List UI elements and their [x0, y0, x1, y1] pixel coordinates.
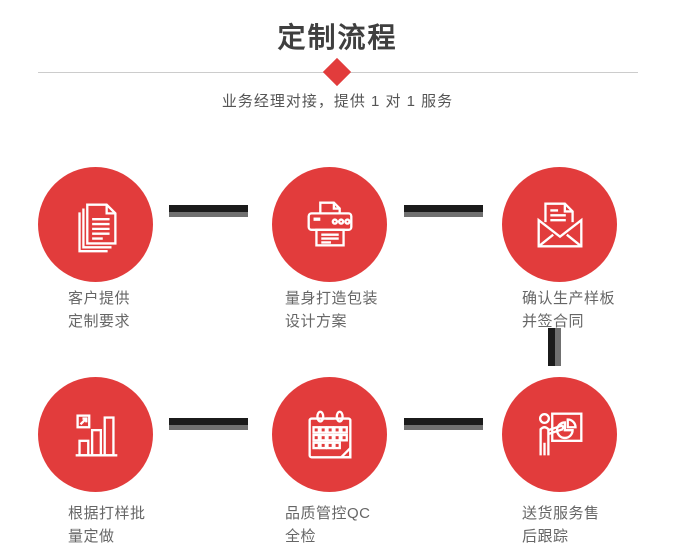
- step-label-3: 确认生产样板 并签合同: [522, 287, 615, 333]
- step-label-line: 送货服务售: [522, 505, 600, 522]
- page-title: 定制流程: [277, 22, 398, 53]
- bar-chart-icon: [75, 413, 117, 457]
- step-label-1: 客户提供 定制要求: [68, 287, 130, 333]
- step-label-line: 确认生产样板: [522, 290, 616, 307]
- connector-step3-step6: [548, 328, 561, 366]
- step-circle-2: [272, 167, 387, 282]
- step-label-line: 并签合同: [522, 313, 585, 330]
- step-label-line: 根据打样批: [68, 505, 146, 522]
- step-circle-4: [38, 377, 153, 492]
- connector-step2-step3: [404, 205, 483, 217]
- step-label-line: 设计方案: [285, 313, 348, 330]
- step-label-line: 定制要求: [68, 313, 131, 330]
- step-label-line: 品质管控QC: [285, 505, 371, 522]
- step-label-5: 品质管控QC 全检: [285, 502, 371, 548]
- presentation-icon: [538, 412, 582, 455]
- step-circle-5: [272, 377, 387, 492]
- step-label-4: 根据打样批 量定做: [68, 502, 146, 548]
- step-circle-6: [502, 377, 617, 492]
- diamond-icon: [322, 57, 352, 87]
- open-envelope-icon: [537, 202, 582, 247]
- calendar-icon: [307, 410, 352, 458]
- connector-step1-step2: [169, 205, 248, 217]
- step-label-line: 后跟踪: [522, 528, 569, 545]
- step-label-6: 送货服务售 后跟踪: [522, 502, 600, 548]
- step-label-2: 量身打造包装 设计方案: [285, 287, 378, 333]
- page-subtitle: 业务经理对接，提供 1 对 1 服务: [221, 93, 454, 110]
- step-circle-3: [502, 167, 617, 282]
- documents-icon: [77, 202, 117, 252]
- connector-step5-step6: [404, 418, 483, 430]
- step-label-line: 量定做: [68, 528, 115, 545]
- step-label-line: 量身打造包装: [285, 290, 379, 307]
- step-label-line: 全检: [285, 528, 317, 545]
- connector-step4-step5: [169, 418, 248, 430]
- printer-icon: [307, 201, 352, 247]
- step-circle-1: [38, 167, 153, 282]
- step-label-line: 客户提供: [68, 290, 131, 307]
